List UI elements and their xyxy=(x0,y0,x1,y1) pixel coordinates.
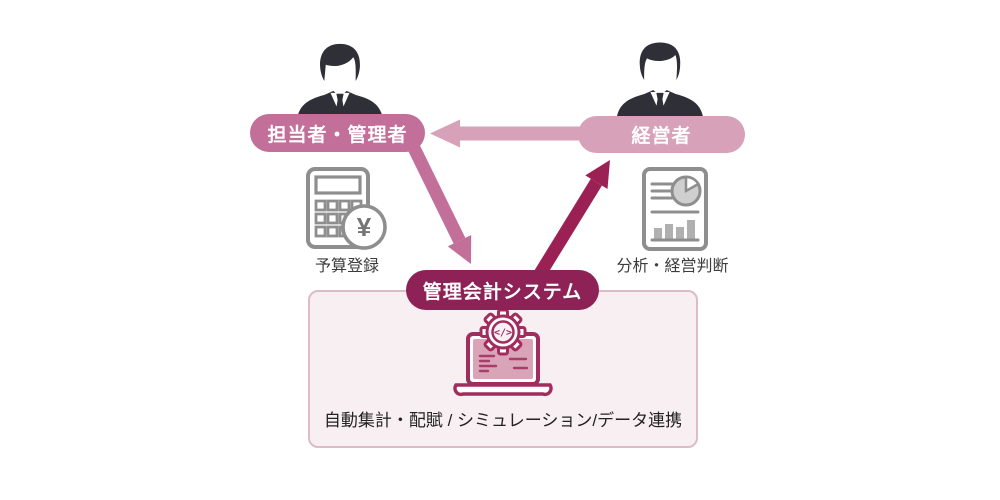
yen-symbol: ¥ xyxy=(357,212,372,242)
budget-label: 予算登録 xyxy=(314,258,379,275)
staff-pill: 担当者・管理者 xyxy=(250,114,425,152)
arrow-staff-to-system xyxy=(407,143,472,264)
executive-pill-label: 経営者 xyxy=(631,126,692,147)
gear-glyph: </> xyxy=(479,310,527,356)
staff-pill-label: 担当者・管理者 xyxy=(267,124,408,146)
bar-chart-glyph xyxy=(654,220,695,240)
executive-pill: 経営者 xyxy=(578,116,745,153)
laptop-gear-code-icon: </> xyxy=(453,310,553,397)
executive-person-icon xyxy=(616,42,704,118)
report-chart-icon xyxy=(642,167,708,251)
yen-badge xyxy=(341,204,387,250)
system-pill-label: 管理会計システム xyxy=(422,281,583,303)
system-pill: 管理会計システム xyxy=(406,270,599,310)
system-description: 自動集計・配賦 / シミュレーション/データ連携 xyxy=(323,411,683,430)
code-symbol: </> xyxy=(494,328,512,339)
code-lines-glyph xyxy=(478,354,529,373)
analysis-label: 分析・経営判断 xyxy=(616,258,729,275)
arrow-executive-to-staff xyxy=(430,119,580,148)
calculator-yen-icon: ¥ xyxy=(306,167,387,250)
staff-person-icon xyxy=(297,43,383,118)
